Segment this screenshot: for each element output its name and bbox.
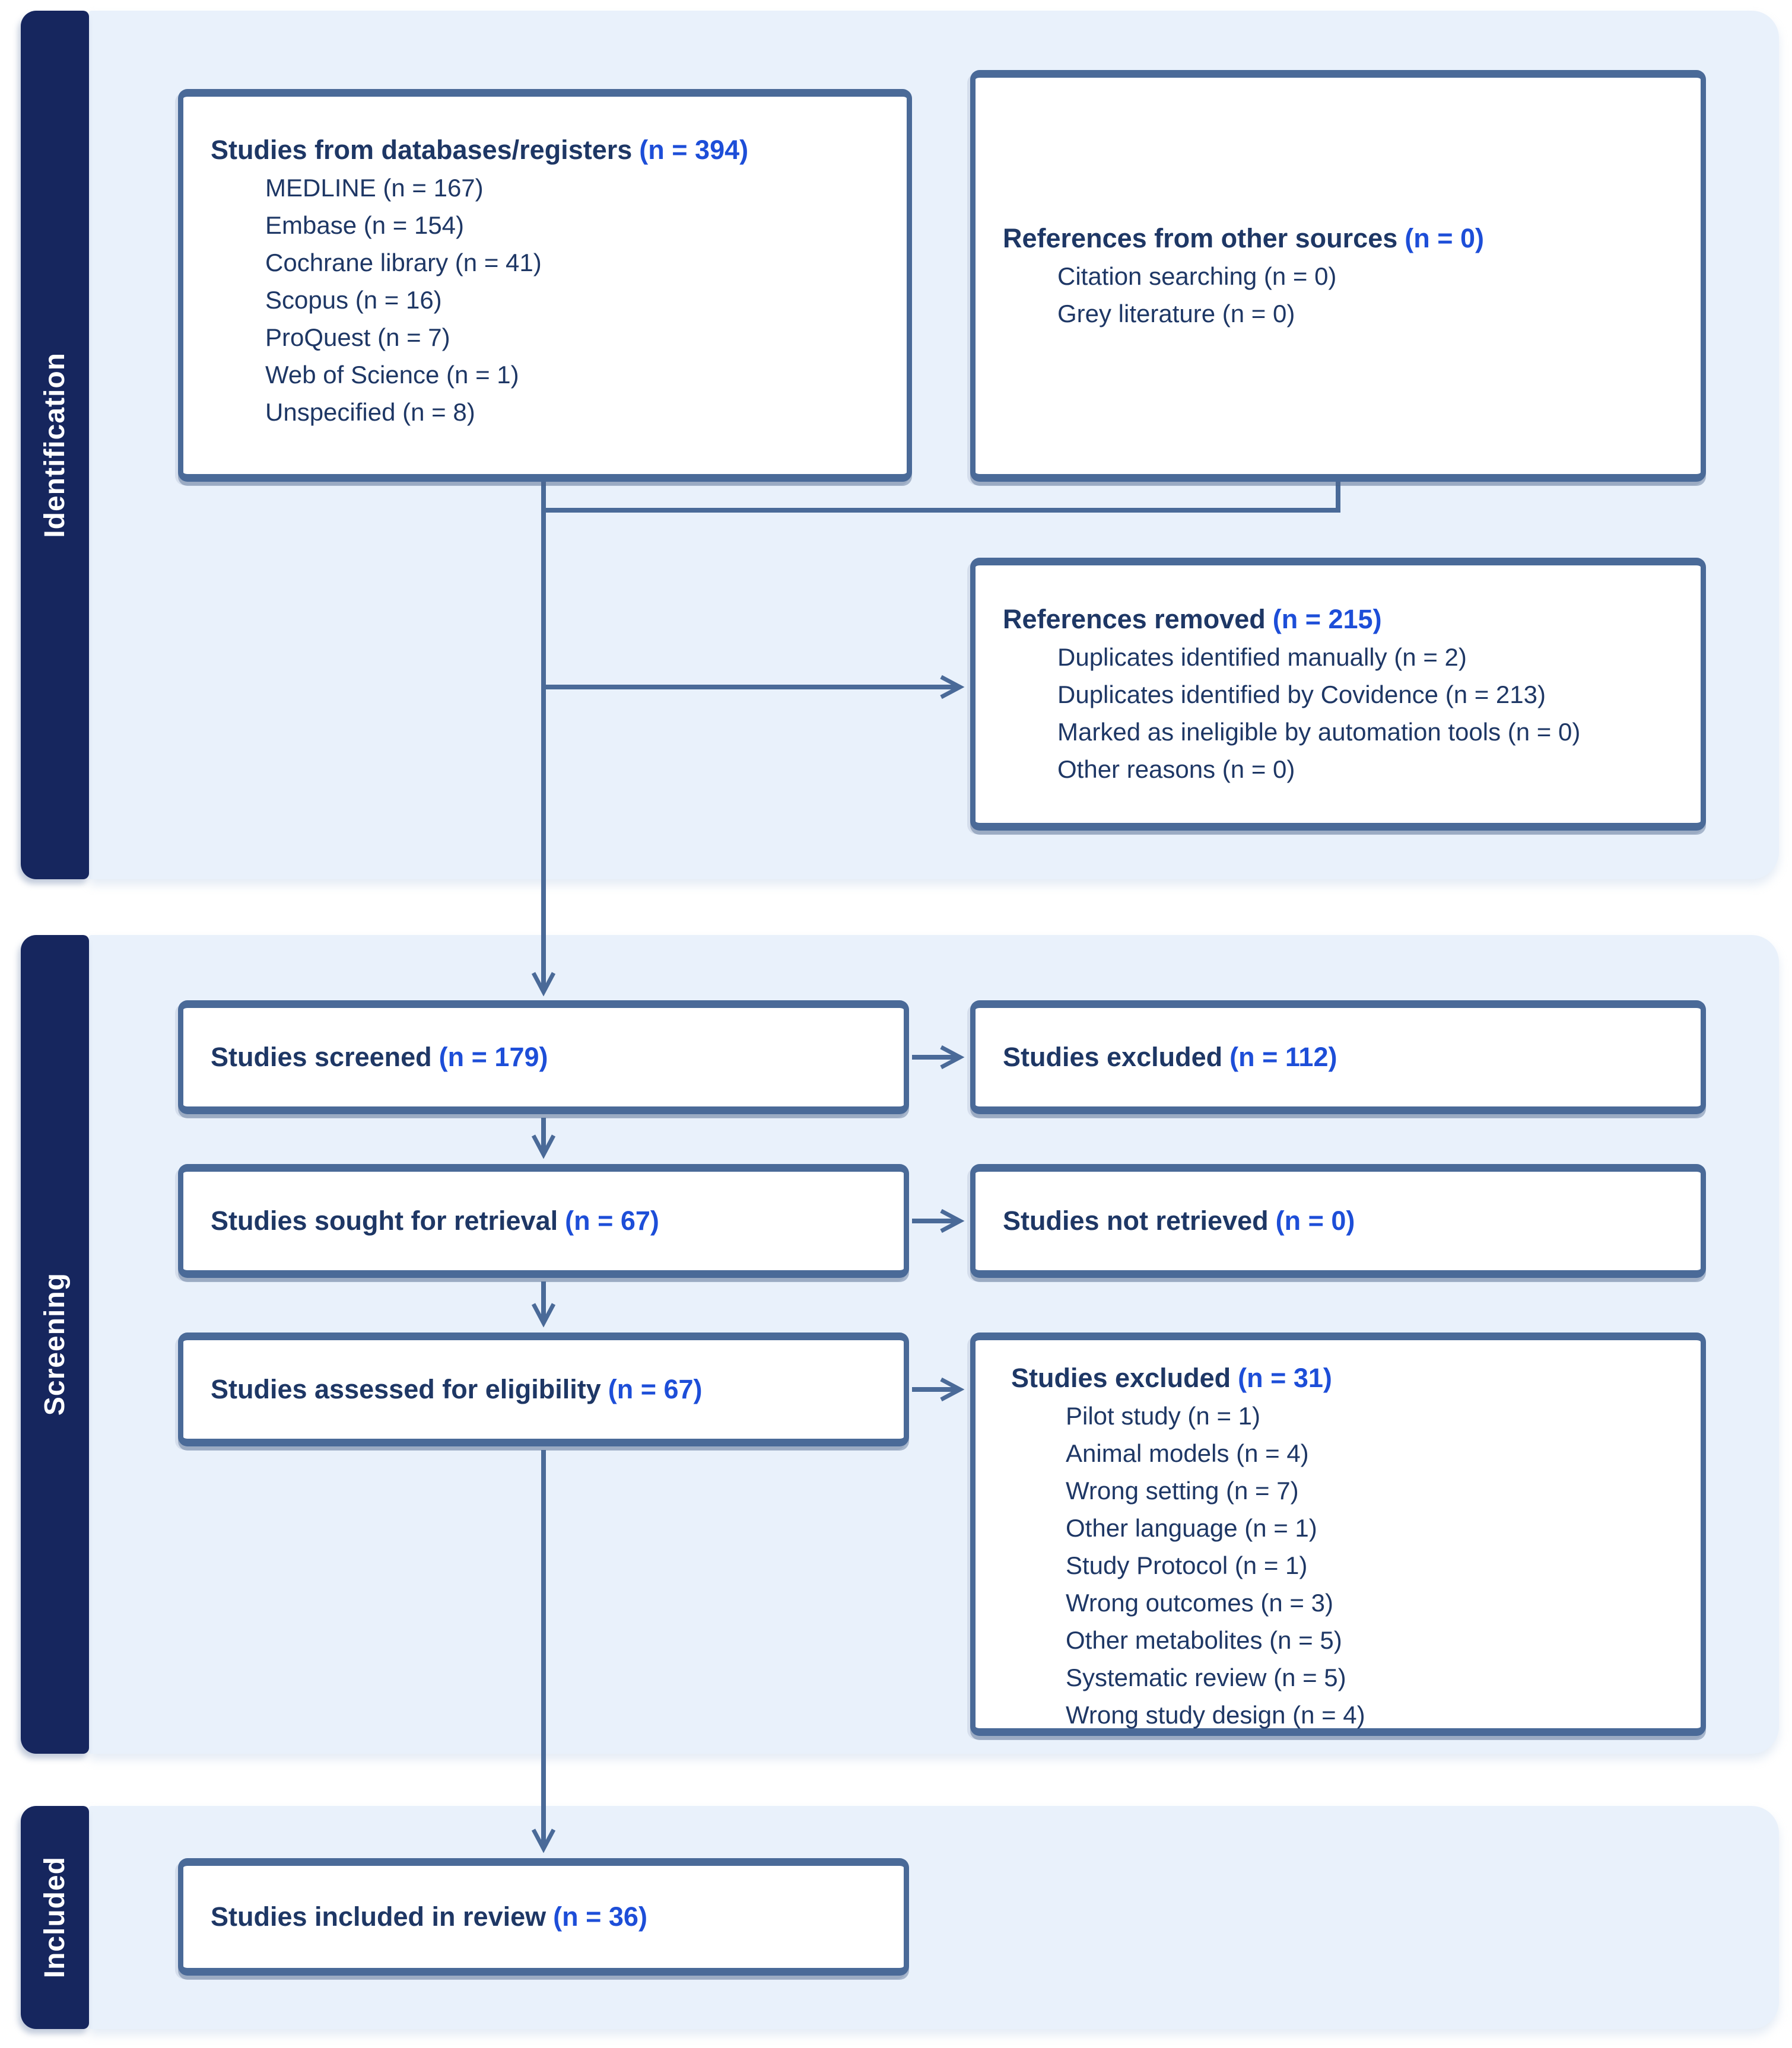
box-title: Studies from databases/registers(n = 394… <box>211 131 889 169</box>
source-item: Web of Science (n = 1) <box>265 361 519 389</box>
box-title-text: References from other sources <box>1003 223 1398 253</box>
box-title: Studies sought for retrieval(n = 67) <box>211 1202 892 1240</box>
box-studies-excluded-eligibility: Studies excluded(n = 31) Pilot study (n … <box>970 1333 1706 1736</box>
box-count: (n = 215) <box>1272 604 1382 634</box>
stage-label-included: Included <box>21 1806 89 2029</box>
box-title: Studies not retrieved(n = 0) <box>1003 1202 1689 1240</box>
box-title: Studies assessed for eligibility(n = 67) <box>211 1370 892 1408</box>
exclusion-item: Wrong setting (n = 7) <box>1066 1477 1299 1505</box>
exclusion-item: Other metabolites (n = 5) <box>1066 1626 1342 1654</box>
box-count: (n = 67) <box>565 1206 659 1236</box>
box-count: (n = 67) <box>608 1374 703 1404</box>
box-title-text: References removed <box>1003 604 1266 634</box>
source-item: Embase (n = 154) <box>265 211 465 239</box>
exclusion-item: Wrong study design (n = 4) <box>1066 1701 1365 1729</box>
source-item: Scopus (n = 16) <box>265 286 442 314</box>
exclusion-item: Study Protocol (n = 1) <box>1066 1551 1308 1579</box>
box-references-removed: References removed(n = 215) Duplicates i… <box>970 558 1706 831</box>
reason-item: Other reasons (n = 0) <box>1057 755 1295 783</box>
reason-item: Duplicates identified by Covidence (n = … <box>1057 680 1546 708</box>
source-item: Cochrane library (n = 41) <box>265 249 542 276</box>
source-item: MEDLINE (n = 167) <box>265 174 484 202</box>
source-item: ProQuest (n = 7) <box>265 323 450 351</box>
box-studies-from-databases: Studies from databases/registers(n = 394… <box>178 89 912 482</box>
box-title-text: Studies not retrieved <box>1003 1206 1269 1236</box>
box-title-text: Studies excluded <box>1003 1042 1223 1072</box>
exclusion-item: Other language (n = 1) <box>1066 1514 1317 1542</box>
reason-item: Duplicates identified manually (n = 2) <box>1057 643 1467 671</box>
box-count: (n = 0) <box>1275 1206 1355 1236</box>
box-title: Studies included in review(n = 36) <box>211 1898 892 1936</box>
source-item: Grey literature (n = 0) <box>1057 300 1295 327</box>
box-count: (n = 36) <box>553 1901 647 1932</box>
exclusion-item: Wrong outcomes (n = 3) <box>1066 1589 1333 1617</box>
stage-label-identification: Identification <box>21 11 89 879</box>
connector-othersources-merge <box>544 479 1340 513</box>
box-title: References removed(n = 215) <box>1003 600 1683 638</box>
box-studies-screened: Studies screened(n = 179) <box>178 1000 909 1114</box>
reason-item: Marked as ineligible by automation tools… <box>1057 718 1581 746</box>
box-title-text: Studies sought for retrieval <box>211 1206 558 1236</box>
box-studies-included-review: Studies included in review(n = 36) <box>178 1858 909 1976</box>
box-title: References from other sources(n = 0) <box>1003 220 1683 257</box>
box-count: (n = 179) <box>439 1042 548 1072</box>
box-title-text: Studies excluded <box>1011 1363 1231 1393</box>
box-title-text: Studies screened <box>211 1042 432 1072</box>
exclusion-item: Animal models (n = 4) <box>1066 1439 1309 1467</box>
box-count: (n = 31) <box>1238 1363 1332 1393</box>
box-count: (n = 112) <box>1229 1042 1337 1072</box>
box-title: Studies excluded(n = 31) <box>1011 1359 1689 1397</box>
box-title: Studies screened(n = 179) <box>211 1038 892 1076</box>
stage-label-screening: Screening <box>21 935 89 1754</box>
box-studies-not-retrieved: Studies not retrieved(n = 0) <box>970 1164 1706 1278</box>
box-title-text: Studies from databases/registers <box>211 135 633 165</box>
exclusion-item: Systematic review (n = 5) <box>1066 1664 1346 1691</box>
box-title-text: Studies assessed for eligibility <box>211 1374 601 1404</box>
box-count: (n = 0) <box>1405 223 1485 253</box>
box-count: (n = 394) <box>639 135 749 165</box>
source-item: Citation searching (n = 0) <box>1057 262 1337 290</box>
box-references-other-sources: References from other sources(n = 0) Cit… <box>970 70 1706 482</box>
box-studies-excluded-screening: Studies excluded(n = 112) <box>970 1000 1706 1114</box>
box-studies-assessed-eligibility: Studies assessed for eligibility(n = 67) <box>178 1333 909 1446</box>
exclusion-item: Pilot study (n = 1) <box>1066 1402 1260 1430</box>
source-item: Unspecified (n = 8) <box>265 398 475 426</box>
box-studies-sought-retrieval: Studies sought for retrieval(n = 67) <box>178 1164 909 1278</box>
box-title-text: Studies included in review <box>211 1901 547 1932</box>
box-title: Studies excluded(n = 112) <box>1003 1038 1689 1076</box>
